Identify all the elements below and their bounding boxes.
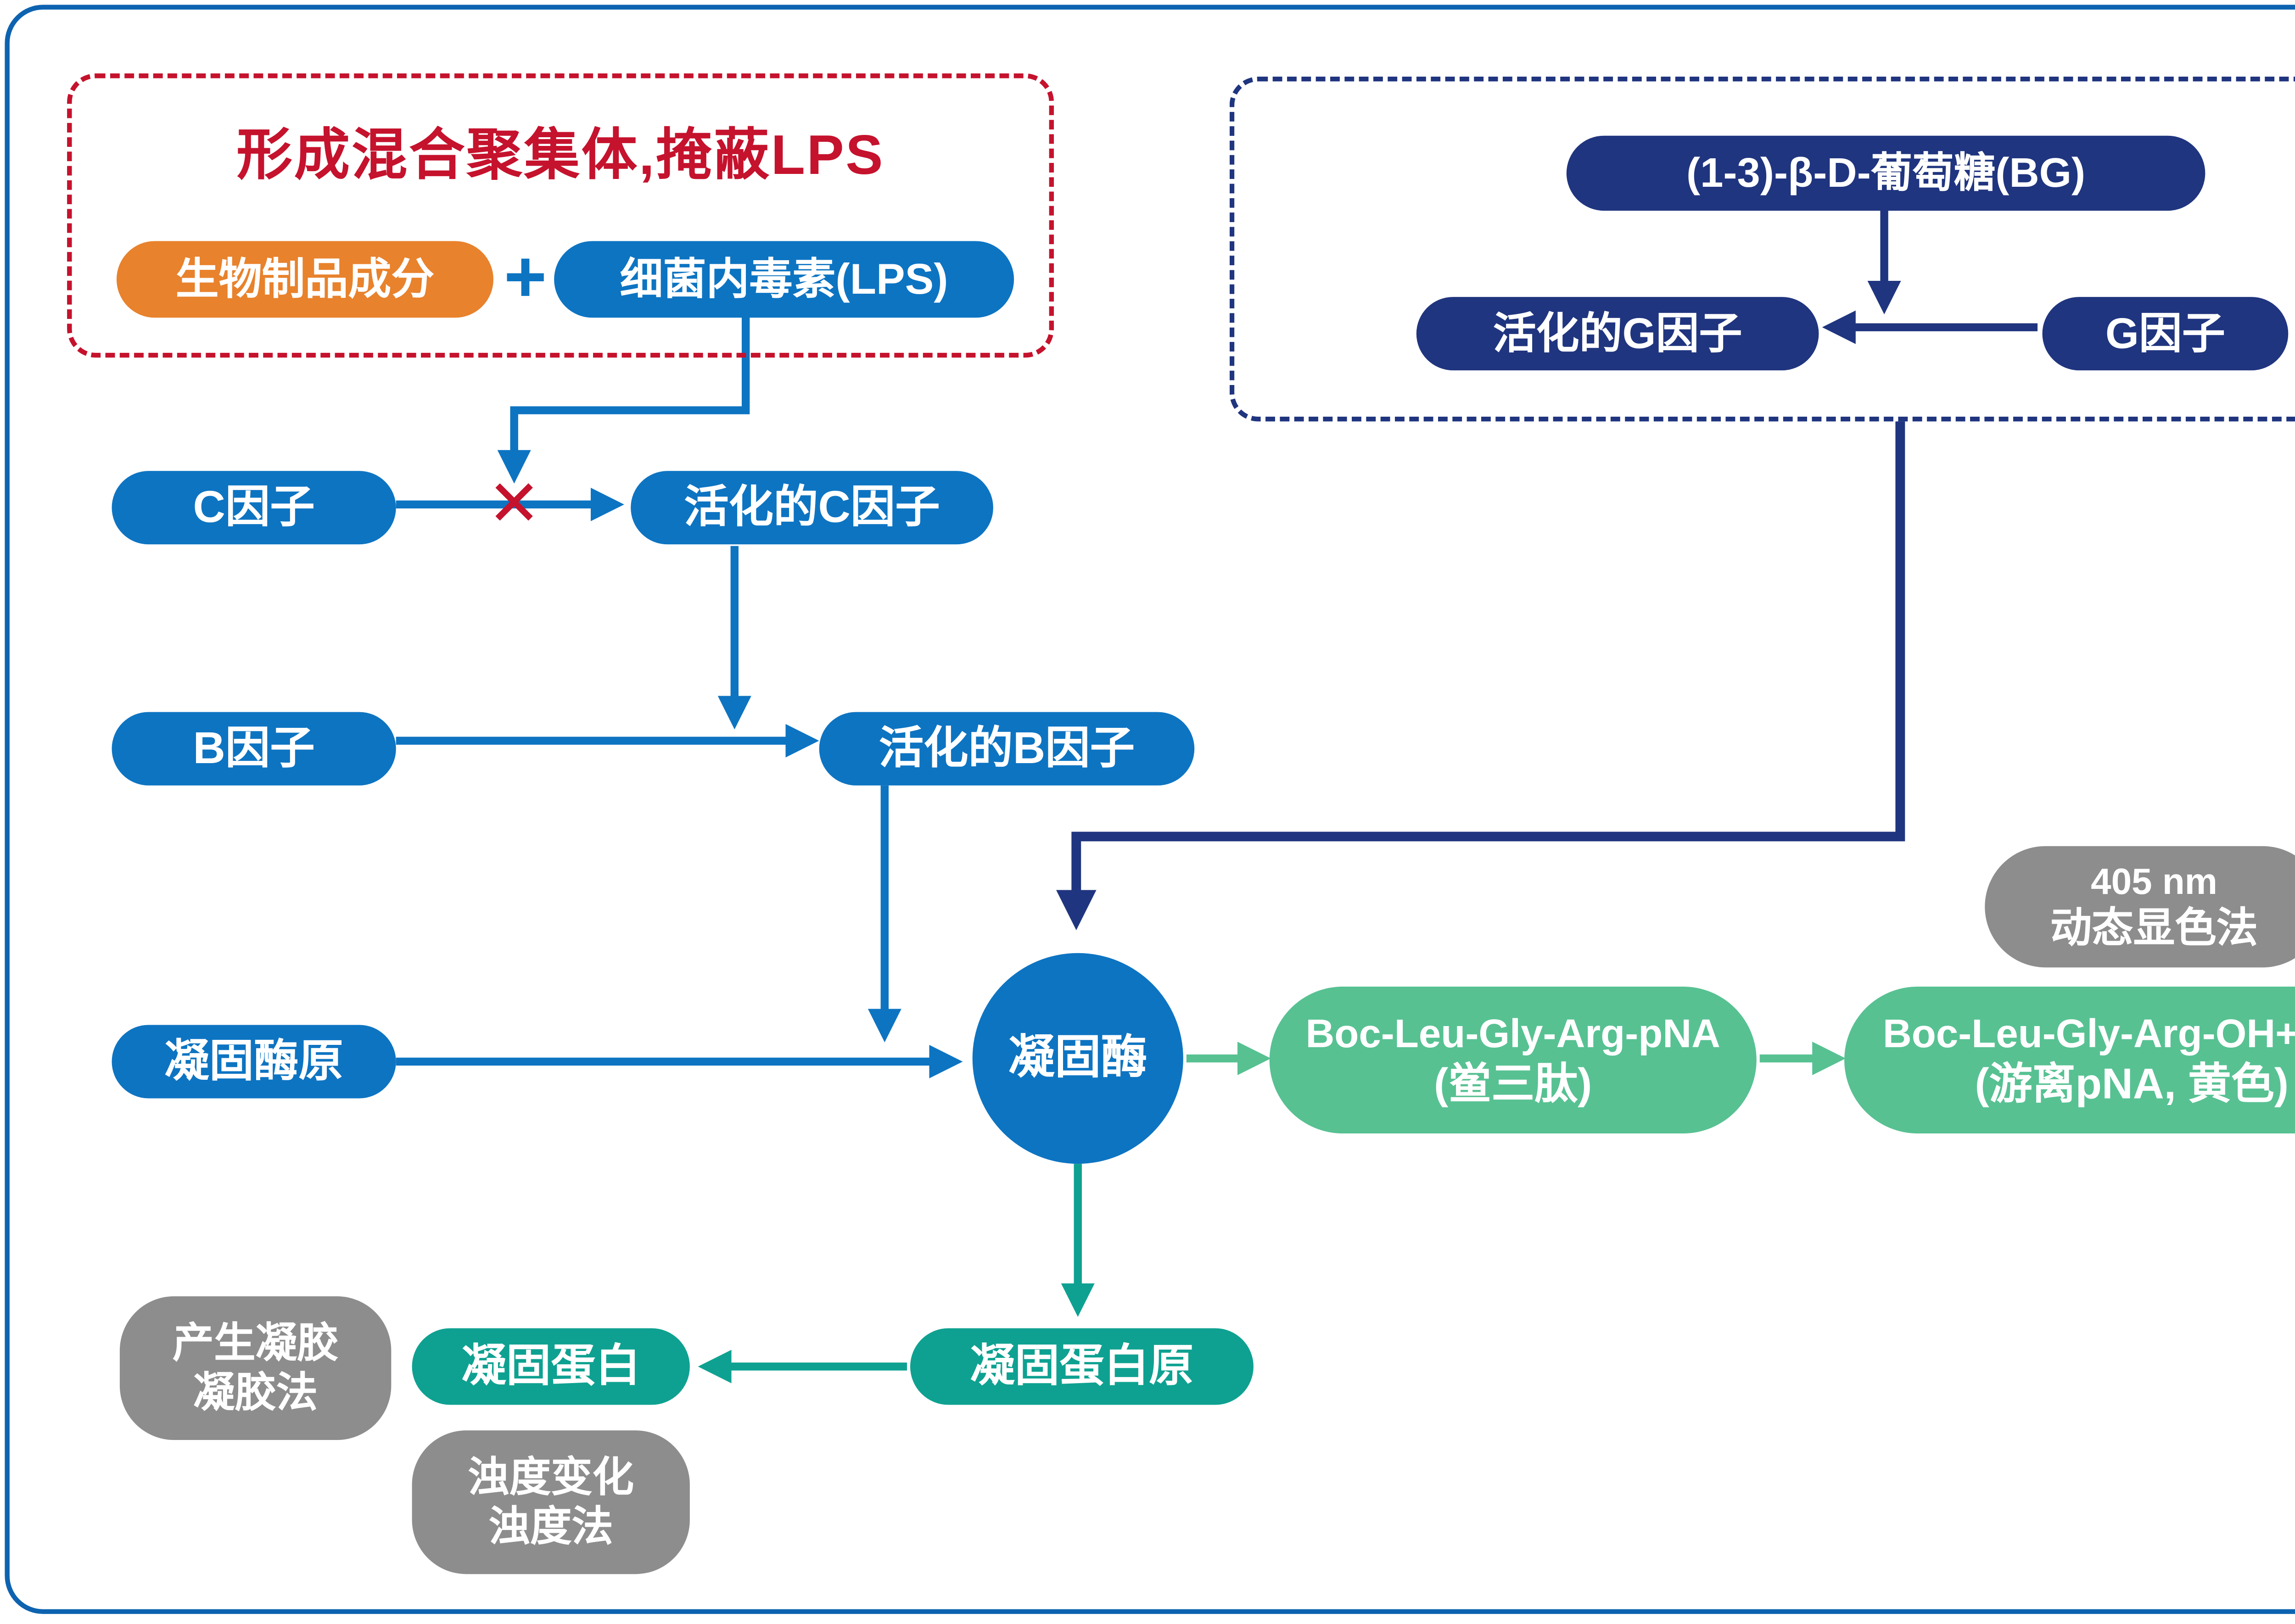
gel-result-line1: 产生凝胶 xyxy=(172,1318,339,1367)
node-biologic-component-label: 生物制品成分 xyxy=(175,255,435,303)
node-clotting-enzyme-label: 凝固酶 xyxy=(1008,1032,1148,1083)
wavelength-label: 405 nm xyxy=(2091,859,2217,902)
node-factor-g: G因子 xyxy=(2042,297,2289,371)
node-chromogenic-method: 405 nm 动态显色法 xyxy=(1985,846,2295,968)
node-coagulin: 凝固蛋白 xyxy=(412,1328,690,1405)
node-factor-b-label: B因子 xyxy=(193,723,315,773)
gel-result-line2: 凝胶法 xyxy=(193,1368,318,1416)
node-beta-d-glucan: (1-3)-β-D-葡萄糖(BG) xyxy=(1566,135,2205,211)
node-coagulin-label: 凝固蛋白 xyxy=(461,1341,641,1391)
node-proclotting-enzyme-label: 凝固酶原 xyxy=(164,1036,343,1086)
node-factor-g-label: G因子 xyxy=(2105,309,2225,357)
aggregation-title: 形成混合聚集体,掩蔽LPS xyxy=(236,124,884,187)
substrate-line1: Boc-Leu-Gly-Arg-pNA xyxy=(1305,1011,1721,1057)
node-coagulogen: 凝固蛋白原 xyxy=(910,1328,1254,1405)
product-line2: (游离pNA, 黄色) xyxy=(1975,1060,2289,1108)
connector-glucan-box-to-clotting-enzyme xyxy=(1056,421,1905,931)
node-turbidity-method: 浊度变化 浊度法 xyxy=(412,1430,690,1574)
node-endotoxin-lps: 细菌内毒素(LPS) xyxy=(554,241,1014,318)
turbidity-line2: 浊度法 xyxy=(488,1502,613,1551)
node-activated-factor-b: 活化的B因子 xyxy=(819,712,1195,786)
node-activated-factor-c: 活化的C因子 xyxy=(631,471,993,545)
node-clotting-enzyme: 凝固酶 xyxy=(972,953,1183,1164)
product-line1: Boc-Leu-Gly-Arg-OH+pNA xyxy=(1882,1011,2295,1057)
node-chromogenic-product: Boc-Leu-Gly-Arg-OH+pNA (游离pNA, 黄色) xyxy=(1844,986,2295,1134)
substrate-line2: (鲎三肽) xyxy=(1434,1060,1592,1108)
node-activated-factor-g-label: 活化的G因子 xyxy=(1493,309,1742,357)
node-factor-c: C因子 xyxy=(112,471,396,545)
node-gel-result: 产生凝胶 凝胶法 xyxy=(119,1296,392,1440)
node-chromogenic-substrate: Boc-Leu-Gly-Arg-pNA (鲎三肽) xyxy=(1269,986,1757,1134)
plus-sign: + xyxy=(504,234,547,318)
node-activated-factor-g: 活化的G因子 xyxy=(1416,297,1819,371)
node-biologic-component: 生物制品成分 xyxy=(116,241,493,318)
node-endotoxin-lps-label: 细菌内毒素(LPS) xyxy=(620,255,948,303)
method-label: 动态显色法 xyxy=(2050,904,2258,952)
aggregation-group-box: 形成混合聚集体,掩蔽LPS 生物制品成分 + 细菌内毒素(LPS) xyxy=(67,73,1054,358)
node-coagulogen-label: 凝固蛋白原 xyxy=(970,1341,1194,1391)
node-factor-b: B因子 xyxy=(112,712,396,786)
glucan-group-box: (1-3)-β-D-葡萄糖(BG) 活化的G因子 G因子 xyxy=(1229,76,2295,422)
arrow-lps-to-factor-c-blocked xyxy=(497,314,750,484)
turbidity-line1: 浊度变化 xyxy=(468,1452,634,1501)
node-beta-d-glucan-label: (1-3)-β-D-葡萄糖(BG) xyxy=(1686,148,2086,196)
node-factor-c-label: C因子 xyxy=(193,482,315,532)
node-activated-factor-b-label: 活化的B因子 xyxy=(879,723,1135,773)
node-activated-factor-c-label: 活化的C因子 xyxy=(684,482,940,532)
block-x-mark: ✕ xyxy=(487,469,541,540)
node-proclotting-enzyme: 凝固酶原 xyxy=(112,1025,396,1099)
